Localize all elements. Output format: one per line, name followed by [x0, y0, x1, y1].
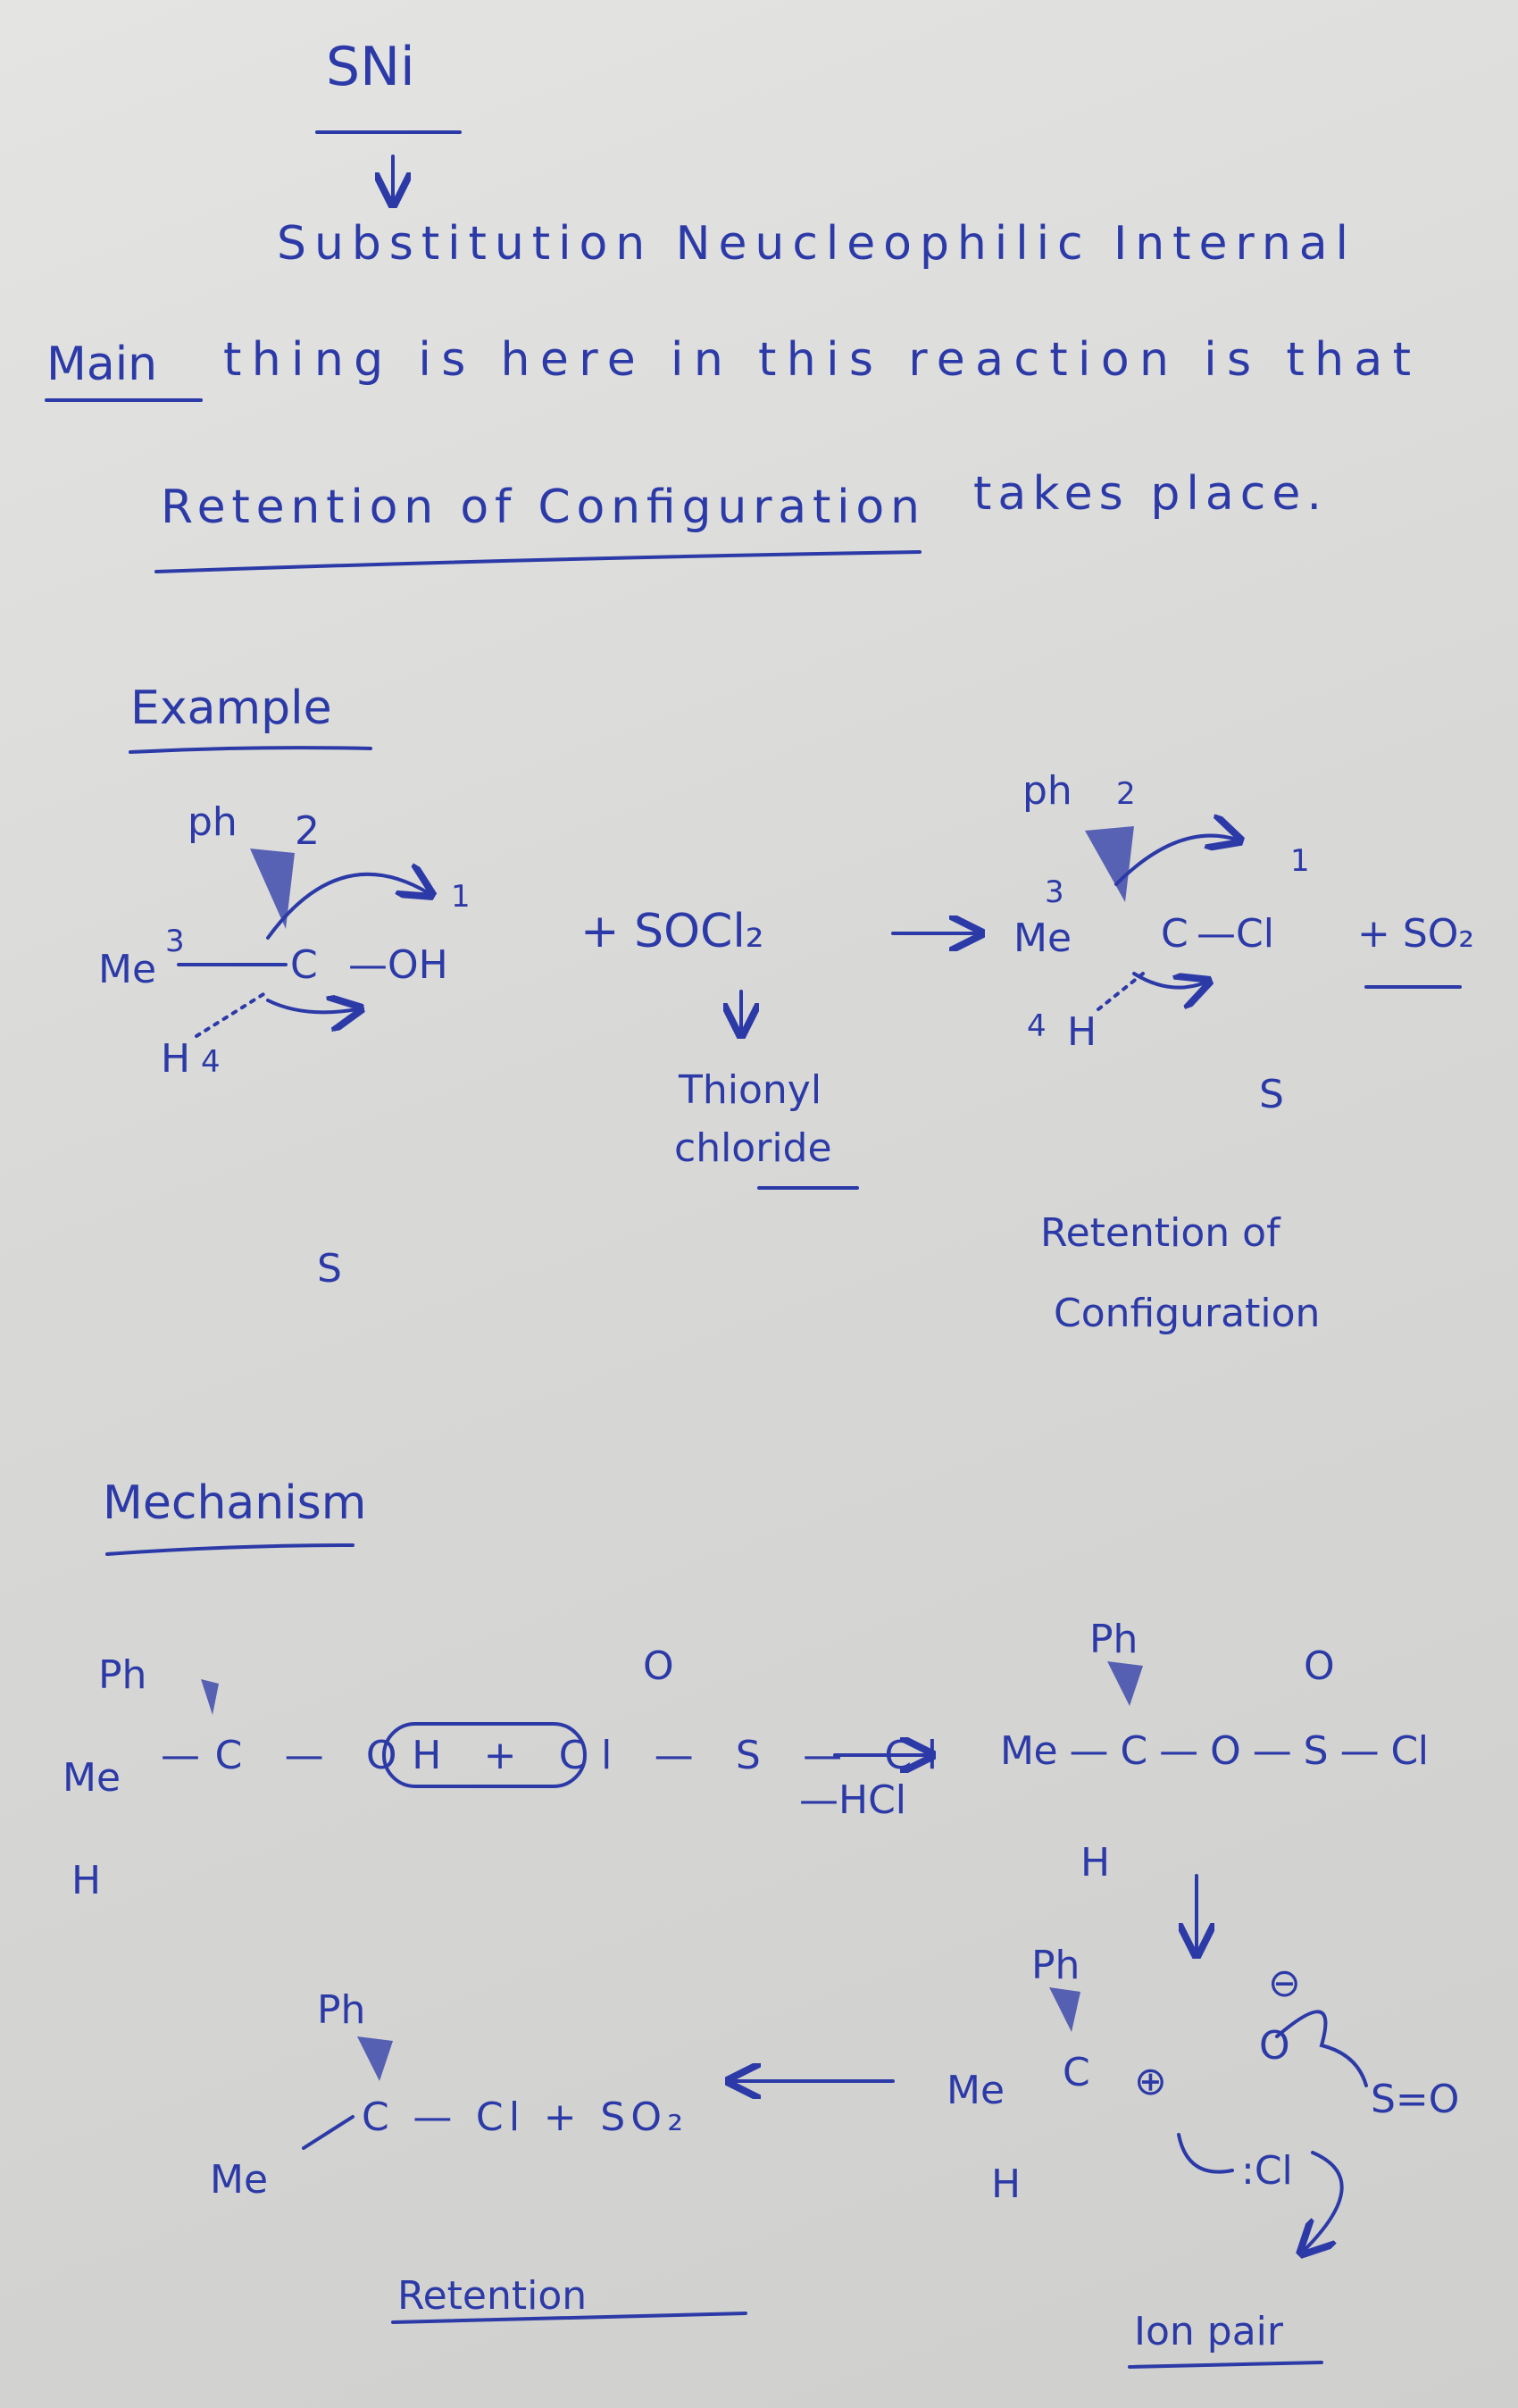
oxygen-label: O: [1304, 1643, 1335, 1689]
phenyl-label: Ph: [317, 1987, 365, 2033]
priority-4: 4: [201, 1044, 221, 1080]
conclusion-underlined: Retention of Configuration: [161, 481, 920, 534]
conclusion-underline: [154, 550, 922, 573]
mechanism-step1: Ph Me —C — OH + Cl — S — Cl O H —HCl: [63, 1643, 938, 1903]
conclusion-rest: takes place.: [973, 467, 1322, 521]
methyl-label: Me: [98, 947, 156, 992]
hydrogen-label: H: [71, 1858, 101, 1903]
title: SNi: [326, 36, 415, 98]
chloride-ion: :Cl: [1241, 2148, 1293, 2194]
sulfinyl-label: S=O: [1371, 2077, 1459, 2122]
result-line-2: Configuration: [1054, 1291, 1320, 1336]
wedge-bond: [250, 849, 295, 929]
wedge-bond: [1085, 826, 1134, 902]
hydrogen-label: H: [1067, 1009, 1097, 1055]
hcl-loss-label: —HCl: [799, 1777, 906, 1823]
statement-text: thing is here in this reaction is that: [223, 333, 1411, 387]
methyl-label: Me: [63, 1755, 121, 1801]
priority-1: 1: [1290, 843, 1310, 879]
mechanism-heading: Mechanism: [103, 1476, 366, 1530]
priority-3: 3: [165, 924, 185, 959]
priority-2: 2: [295, 808, 320, 854]
mechanism-underline: [105, 1543, 354, 1556]
retention-label: Retention: [397, 2273, 587, 2319]
hydroxyl-label: —OH: [348, 942, 448, 988]
positive-charge: ⊕: [1134, 2059, 1167, 2104]
subtitle: Substitution Neucleophilic Internal: [277, 217, 1348, 271]
config-label-s: S: [1259, 1072, 1284, 1117]
reactant-chain: —C — OH + Cl — S — Cl: [161, 1733, 938, 1778]
carbon-label: C: [290, 942, 318, 988]
hydrogen-label: H: [161, 1036, 190, 1082]
result-line-1: Retention of: [1040, 1210, 1281, 1256]
methyl-label: Me: [1013, 916, 1072, 961]
example-underline: [129, 746, 372, 754]
config-label-s: S: [317, 1246, 342, 1292]
priority-1: 1: [451, 879, 471, 915]
phenyl-label: Ph: [1031, 1943, 1080, 1988]
phenyl-label: Ph: [1089, 1617, 1138, 1662]
mechanism-step4: Ph Me C — Cl + SO₂ Retention: [210, 1987, 747, 2324]
phenyl-label: ph: [188, 799, 238, 845]
hydrogen-label: H: [991, 2161, 1021, 2207]
carbon-label: C: [1161, 911, 1189, 957]
plus-thionyl: + SOCl₂: [580, 905, 764, 958]
phenyl-label: Ph: [98, 1652, 146, 1698]
mechanism-step2: Ph O Me — C — O — S — Cl H: [1000, 1617, 1429, 1952]
reagent-name-2: chloride: [674, 1125, 832, 1171]
mechanism-step3: Ph Me C ⊕ H ⊖ O S=O :Cl Ion pair: [947, 1943, 1459, 2369]
hcl-elimination-circle: [382, 1722, 587, 1788]
oxygen-label: O: [643, 1643, 674, 1689]
hydrogen-label: H: [1080, 1840, 1110, 1885]
phenyl-label: ph: [1022, 768, 1072, 814]
priority-2: 2: [1116, 776, 1136, 812]
reagent-name-1: Thionyl: [678, 1067, 822, 1113]
example-reactant: ph 2 Me 3 C —OH 1 H 4 S: [98, 799, 471, 1292]
priority-4: 4: [1027, 1008, 1047, 1044]
example-heading: Example: [130, 681, 332, 735]
chloride-label: —Cl: [1197, 911, 1274, 957]
statement-lead: Main: [46, 338, 157, 391]
ion-pair-label: Ion pair: [1134, 2309, 1284, 2354]
methyl-label: Me: [947, 2068, 1005, 2113]
example-product: ph 2 3 Me C —Cl 1 + SO₂ 4 H S: [1013, 768, 1474, 1117]
product-chain: C — Cl + SO₂: [362, 2094, 683, 2140]
carbocation-carbon: C: [1063, 2050, 1090, 2095]
methyl-label: Me: [210, 2157, 268, 2203]
chlorosulfite-chain: Me — C — O — S — Cl: [1000, 1728, 1429, 1774]
so2-byproduct: + SO₂: [1357, 911, 1474, 957]
priority-3: 3: [1045, 874, 1064, 910]
negative-charge: ⊖: [1268, 1961, 1301, 2006]
